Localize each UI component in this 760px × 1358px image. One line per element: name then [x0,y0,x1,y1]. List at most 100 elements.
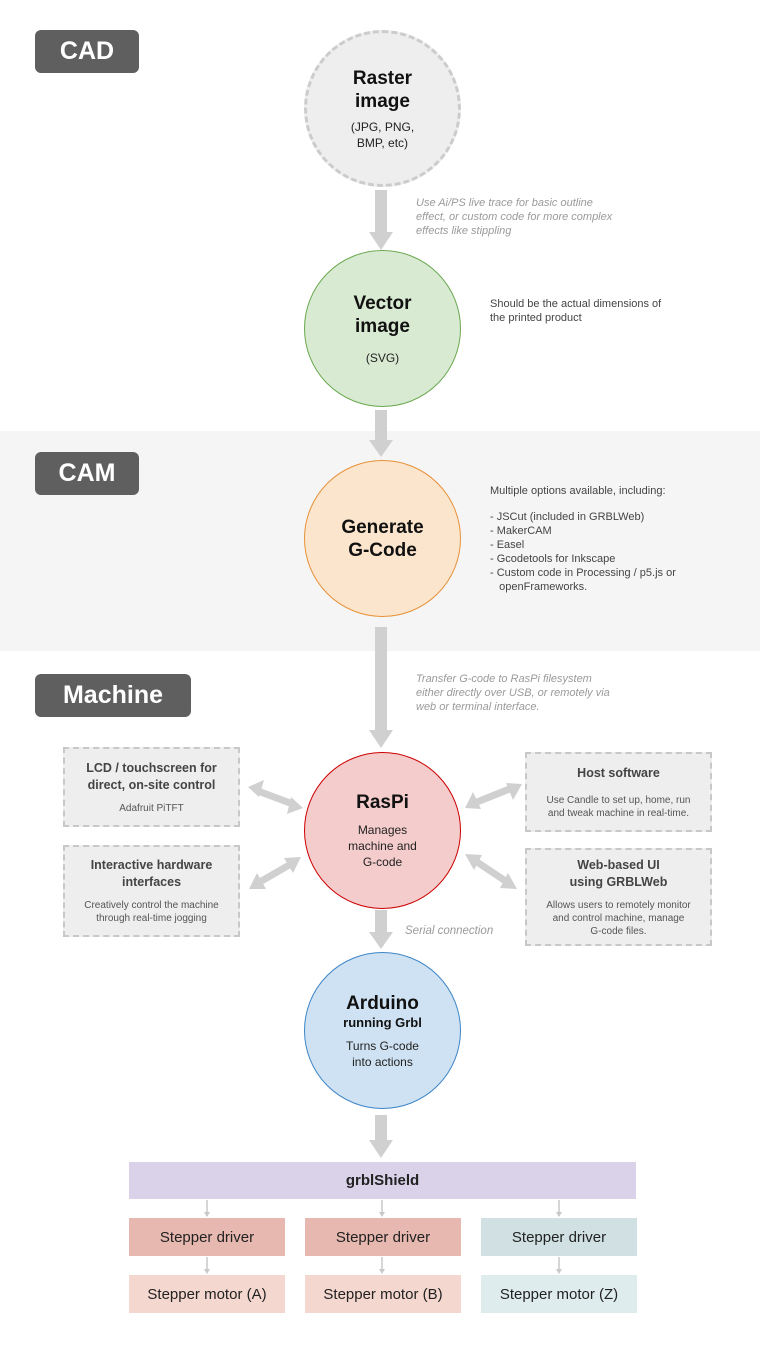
section-tag-cad-label: CAD [59,37,115,65]
stepper-driver-z: Stepper driver [481,1218,637,1256]
hardware-desc-line2: through real-time jogging [96,913,207,924]
arduino-sub-line1: Turns G-code [346,1038,419,1053]
note-serial: Serial connection [405,924,493,938]
stepper-driver-a: Stepper driver [129,1218,285,1256]
web-desc-line2: and control machine, manage [552,912,685,924]
section-tag-machine-label: Machine [62,681,164,709]
arrow-gcode-to-raspi [369,627,393,748]
vector-title-line2: image [355,315,410,337]
hardware-desc: Creatively control the machine through r… [84,899,219,925]
node-raspi: RasPi Manages machine and G-code [304,752,461,909]
host-title-line1: Host software [577,765,660,780]
note-options-intro: Multiple options available, including: [490,485,666,497]
node-vector-image: Vector image (SVG) [304,250,461,407]
vector-sub: (SVG) [365,350,400,365]
web-title-line1: Web-based UI [577,857,660,872]
raster-title-line1: Raster [352,67,413,89]
host-desc: Use Candle to set up, home, run and twea… [547,794,691,820]
web-desc-line1: Allows users to remotely monitor [546,899,691,911]
host-desc-line1: Use Candle to set up, home, run [546,794,691,806]
hardware-title-line2: interfaces [121,875,182,889]
arrow-web-raspi [465,854,517,889]
stepper-driver-label: Stepper driver [159,1228,255,1246]
arduino-subtitle: running Grbl [343,1014,422,1030]
vector-title-line1: Vector [353,292,412,314]
node-raster-image: Raster image (JPG, PNG, BMP, etc) [304,30,461,187]
web-title-line2: using GRBLWeb [569,874,668,889]
note-dimensions: Should be the actual dimensions of the p… [490,297,710,325]
note-cam-options: Multiple options available, including: -… [490,484,730,594]
arrow-lcd-raspi [248,780,303,814]
cam-option-item: - Easel [490,539,525,551]
grblshield-label: grblShield [345,1172,420,1189]
note-dimensions-line1: Should be the actual dimensions of [490,298,662,310]
lcd-title-line2: direct, on-site control [87,777,216,792]
lcd-title-line1: LCD / touchscreen for [86,760,217,775]
peripheral-host-software: Host software Use Candle to set up, home… [525,752,712,832]
connector-driver-motor-b [379,1257,385,1274]
cam-option-item: - Custom code in Processing / p5.js or [490,567,676,579]
node-generate-gcode: Generate G-Code [304,460,461,617]
connector-shield-driver-b [379,1200,385,1217]
grblshield-bar: grblShield [129,1162,636,1199]
raster-sub-line1: (JPG, PNG, [350,119,415,134]
section-tag-cad: CAD [35,30,139,73]
note-dimensions-line2: the printed product [490,312,582,324]
stepper-driver-b: Stepper driver [305,1218,461,1256]
raspi-sub-line1: Manages [357,823,408,837]
lcd-desc-line1: Adafruit PiTFT [119,802,184,814]
peripheral-hardware-interfaces: Interactive hardware interfaces Creative… [63,845,240,937]
cam-option-item: - Gcodetools for Inkscape [490,553,616,565]
peripheral-lcd: LCD / touchscreen for direct, on-site co… [63,747,240,827]
raster-title-line2: image [355,90,410,112]
arduino-title: Arduino [346,992,419,1014]
arrow-vector-to-gcode [369,410,393,457]
cam-option-item: openFrameworks. [490,581,588,593]
note-transfer-line2: either directly over USB, or remotely vi… [416,687,610,699]
arrow-hardware-raspi [249,857,301,889]
raster-sub-line2: BMP, etc) [356,135,409,150]
stepper-motor-label: Stepper motor (A) [147,1285,267,1303]
cam-option-item: - MakerCAM [490,525,552,537]
arrow-raster-to-vector [369,190,393,250]
raspi-title: RasPi [356,792,409,813]
note-transfer-line3: web or terminal interface. [416,701,540,713]
arrow-arduino-to-shield [369,1115,393,1158]
peripheral-web-ui: Web-based UI using GRBLWeb Allows users … [525,848,712,946]
stepper-motor-z: Stepper motor (Z) [481,1275,637,1313]
host-desc-line2: and tweak machine in real-time. [547,807,690,819]
stepper-motor-label: Stepper motor (B) [323,1285,443,1303]
hardware-desc-line1: Creatively control the machine [84,900,219,911]
section-tag-cam-label: CAM [58,459,116,487]
note-trace-line3: effects like stippling [416,225,512,237]
node-arduino: Arduino running Grbl Turns G-code into a… [304,952,461,1109]
arrow-host-raspi [465,783,522,809]
note-transfer: Transfer G-code to RasPi filesystem eith… [416,672,676,714]
gcode-title-line2: G-Code [348,539,417,561]
hardware-title-line1: Interactive hardware [90,858,213,872]
connector-shield-driver-z [556,1200,562,1217]
section-tag-cam: CAM [35,452,139,495]
stepper-motor-a: Stepper motor (A) [129,1275,285,1313]
note-trace: Use Ai/PS live trace for basic outline e… [416,196,676,238]
stepper-driver-label: Stepper driver [511,1228,607,1246]
raspi-sub-line2: machine and [348,839,417,853]
stepper-motor-b: Stepper motor (B) [305,1275,461,1313]
note-serial-text: Serial connection [405,925,494,937]
cam-options-list: - JSCut (included in GRBLWeb) - MakerCAM… [490,510,730,594]
connector-driver-motor-a [204,1257,210,1274]
gcode-title-line1: Generate [341,516,424,538]
raspi-sub-line3: G-code [362,855,403,869]
web-desc-line3: G-code files. [590,925,647,937]
note-trace-line1: Use Ai/PS live trace for basic outline [416,197,593,209]
connector-shield-driver-a [204,1200,210,1217]
arrow-raspi-to-arduino [369,910,393,949]
note-trace-line2: effect, or custom code for more complex [416,211,613,223]
note-transfer-line1: Transfer G-code to RasPi filesystem [416,673,592,685]
stepper-motor-label: Stepper motor (Z) [499,1285,619,1303]
web-desc: Allows users to remotely monitor and con… [546,899,691,938]
stepper-driver-label: Stepper driver [335,1228,431,1246]
section-tag-machine: Machine [35,674,191,717]
arduino-sub-line2: into actions [352,1054,413,1069]
